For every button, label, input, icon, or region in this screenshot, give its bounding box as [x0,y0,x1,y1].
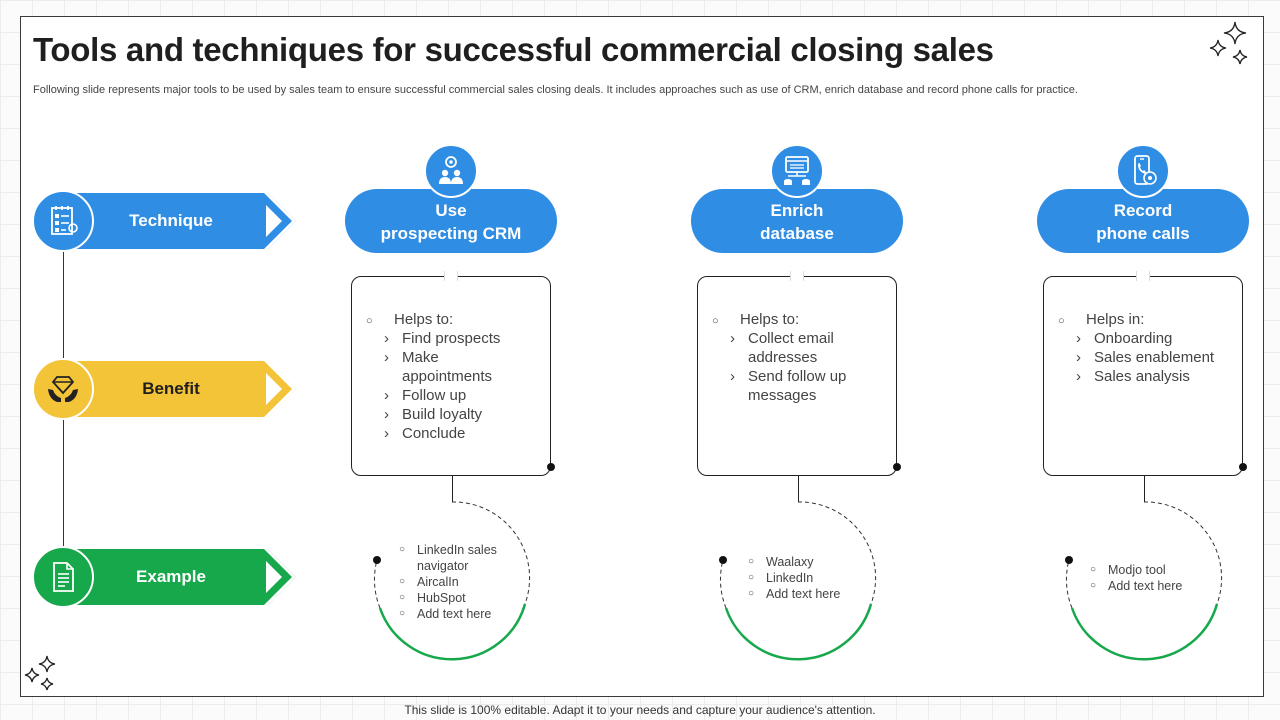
database-example-list: ○Waalaxy ○LinkedIn ○Add text here [748,554,868,602]
connector-stem [798,476,799,502]
chevron-right-icon [254,193,296,249]
list-item: ›Onboarding [1076,330,1173,347]
list-item: ›Send follow up messages [730,368,847,404]
phone-title-line1: Record [1113,201,1173,220]
database-title-pill: Enrich database [691,189,903,253]
crm-title-line1: Use [435,201,467,220]
crm-example-list: ○LinkedIn sales navigator ○AircalIn ○Hub… [399,542,519,622]
crm-benefit-list: ›Find prospects ›Make appointments ›Foll… [382,329,522,443]
list-item: ›Make appointments [384,349,493,385]
example-label: Example [60,549,266,605]
list-item: ›Follow up [384,387,467,404]
example-ring [373,501,531,661]
crm-lead: ○Helps to: [366,311,454,328]
example-ring [1065,501,1223,661]
page-title: Tools and techniques for successful comm… [33,31,994,68]
list-item: ○LinkedIn [748,571,814,585]
column-crm: Use prospecting CRM ○Helps to: ›Find pros… [345,144,557,664]
phone-example-list: ○Modjo tool ○Add text here [1090,562,1220,594]
checklist-icon [32,190,94,252]
benefit-banner: Benefit [32,358,296,420]
connector-dot [547,463,555,471]
crm-title-pill: Use prospecting CRM [345,189,557,253]
crm-team-icon [424,144,478,198]
column-database: Enrich database ○Helps to: ›Collect email… [691,144,903,664]
chevron-right-icon [254,361,296,417]
list-item: ›Find prospects [384,330,501,347]
list-item: ○Waalaxy [748,555,814,569]
connector-stem [452,476,453,502]
document-icon [32,546,94,608]
database-title-line2: database [760,224,834,243]
phone-benefit-list: ›Onboarding ›Sales enablement ›Sales ana… [1074,329,1214,386]
list-item: ○HubSpot [399,591,466,605]
phone-title-pill: Record phone calls [1037,189,1249,253]
list-item: ○LinkedIn sales navigator [399,543,497,573]
chevron-right-icon [254,549,296,605]
connector-stem [1144,476,1145,502]
phone-benefit-box: ○Helps in: ›Onboarding ›Sales enablement… [1043,271,1247,502]
benefit-label: Benefit [60,361,266,417]
example-banner: Example [32,546,296,608]
column-phone: Record phone calls ○Helps in: ›Onboarding… [1037,144,1249,664]
database-benefit-list: ›Collect email addresses ›Send follow up… [728,329,868,405]
diamond-hands-icon [32,358,94,420]
list-item: ›Collect email addresses [730,330,834,366]
phone-title-line2: phone calls [1096,224,1190,243]
list-item: ›Conclude [384,425,466,442]
crm-benefit-box: ○Helps to: ›Find prospects ›Make appoint… [351,271,555,502]
database-icon [770,144,824,198]
technique-label: Technique [60,193,266,249]
example-ring [719,501,877,661]
sparkle-bottom-left-icon [24,655,56,691]
list-item: ○Modjo tool [1090,563,1166,577]
technique-banner: Technique [32,190,296,252]
list-item: ›Sales analysis [1076,368,1190,385]
database-title-line1: Enrich [770,201,824,220]
list-item: ○Add text here [748,587,841,601]
list-item: ○Add text here [399,607,492,621]
sparkle-top-right-icon [1209,21,1248,65]
page-subtitle: Following slide represents major tools t… [33,84,1078,96]
phone-lead: ○Helps in: [1058,311,1145,328]
phone-call-icon [1116,144,1170,198]
footer-note: This slide is 100% editable. Adapt it to… [404,703,876,717]
database-benefit-box: ○Helps to: ›Collect email addresses ›Sen… [697,271,901,502]
list-item: ›Build loyalty [384,406,483,423]
list-item: ›Sales enablement [1076,349,1215,366]
list-item: ○Add text here [1090,579,1183,593]
connector-dot [1239,463,1247,471]
crm-title-line2: prospecting CRM [380,224,522,243]
connector-dot [893,463,901,471]
list-item: ○AircalIn [399,575,459,589]
database-lead: ○Helps to: [712,311,800,328]
